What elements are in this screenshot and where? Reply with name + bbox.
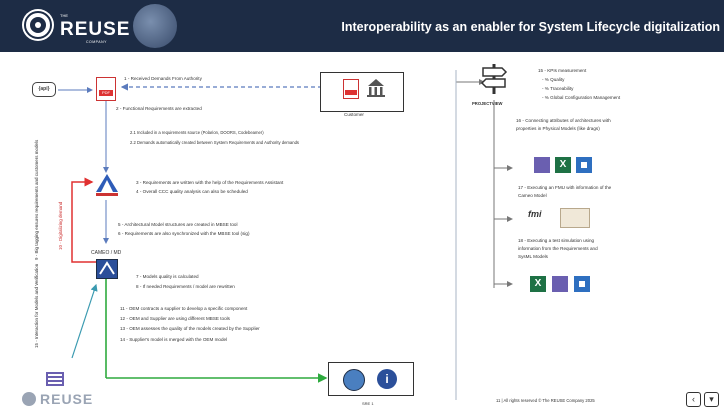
step-18-text-a: 18 - Executing a test simulation using	[518, 238, 595, 243]
previous-slide-button[interactable]: ‹	[686, 392, 701, 407]
kpi-text: 15 - KPIs measurement	[538, 68, 587, 73]
footer-logo-wordmark: REUSE	[40, 391, 94, 407]
requirements-assistant-icon	[96, 174, 118, 196]
step-6-text: 6 - Requirements are also synchronized w…	[118, 231, 250, 236]
page-label: SRE 1	[362, 401, 374, 406]
step-18-text-c: SysML Models	[518, 254, 548, 259]
kpi-quality: - % Quality	[542, 77, 565, 82]
merge-target-box: i	[328, 362, 414, 396]
step-13-text: 13 - OEM assesses the quality of the mod…	[120, 326, 260, 331]
next-slide-button[interactable]: ▾	[704, 392, 719, 407]
step-2-1-text: 2.1 Included in a requirements source (P…	[130, 130, 264, 135]
step-17-text-b: Cameo Model	[518, 193, 547, 198]
step-7-text: 7 - Models quality is calculated	[136, 274, 199, 279]
page-title: Interoperability as an enabler for Syste…	[341, 20, 720, 34]
customer-box	[320, 72, 404, 112]
side-label-9: 9 - Big tagging ensures requirements and…	[34, 139, 39, 260]
step-2-2-text: 2.2 Demands automatically created betwee…	[130, 140, 299, 145]
outlook-icon	[574, 276, 590, 292]
info-icon: i	[377, 369, 397, 389]
fmi-icon: fmi	[528, 209, 542, 219]
copyright-text: 11 | All rights reserved © The REUSE Com…	[496, 398, 595, 403]
step-11-text: 11 - OEM contracts a supplier to develop…	[120, 306, 248, 311]
logo-company: COMPANY	[86, 40, 107, 44]
signpost-icon	[480, 64, 508, 94]
side-label-10: 10 - Digitalizing demand	[58, 201, 63, 250]
step-17-text-a: 17 - Executing an FMU with information o…	[518, 185, 612, 190]
government-building-icon	[367, 79, 385, 97]
simulation-screen-icon	[560, 208, 590, 228]
cameo-logo-icon	[343, 369, 365, 391]
step-5-text: 5 - Architectural Model structures are c…	[118, 222, 238, 227]
step-12-text: 12 - OEM and Supplier are using differen…	[120, 316, 230, 321]
side-label-15: 15 - Interaction for Models and Verifica…	[34, 263, 39, 348]
pdf-icon: PDF	[96, 77, 116, 101]
api-icon: {api}	[32, 82, 56, 97]
globe-icon	[133, 4, 177, 48]
step-4-text: 4 - Overall CCC quality analysis can als…	[136, 189, 248, 194]
step-16-text-b: properties in Physical Models (like drag…	[516, 126, 600, 131]
footer-logo-icon	[22, 392, 36, 406]
step-14-text: 14 - Supplier's model is merged with the…	[120, 337, 228, 342]
model-stack-icon	[534, 157, 550, 173]
step-1-text: 1 - Received Demands From Authority	[124, 76, 202, 81]
pdf-icon	[343, 79, 359, 99]
step-18-text-b: information from the Requirements and	[518, 246, 598, 251]
kpi-gcm: - % Global Configuration Management	[542, 95, 621, 100]
step-3-text: 3 - Requirements are written with the he…	[136, 180, 284, 185]
outlook-icon	[576, 157, 592, 173]
step-2-text: 2 - Functional Requirements are extracte…	[116, 106, 202, 111]
model-stack-icon	[46, 372, 64, 386]
kpi-traceability: - % Traceability	[542, 86, 574, 91]
logo-the: THE	[60, 13, 68, 18]
projectview-label: PROJECTVIEW	[472, 101, 503, 106]
tool-label: CAMEO / MD	[91, 250, 122, 256]
reuse-logo-icon	[22, 9, 54, 41]
header-bar	[0, 0, 724, 52]
excel-icon: X	[530, 276, 546, 292]
logo-wordmark: REUSE	[60, 19, 131, 40]
step-16-text-a: 16 - Connecting attributes of architectu…	[516, 118, 611, 123]
step-8-text: 8 - If needed Requirements / model are r…	[136, 284, 235, 289]
cameo-tool-icon	[96, 259, 118, 279]
excel-icon: X	[555, 157, 571, 173]
customer-label: Customer	[344, 112, 364, 117]
model-stack-icon	[552, 276, 568, 292]
